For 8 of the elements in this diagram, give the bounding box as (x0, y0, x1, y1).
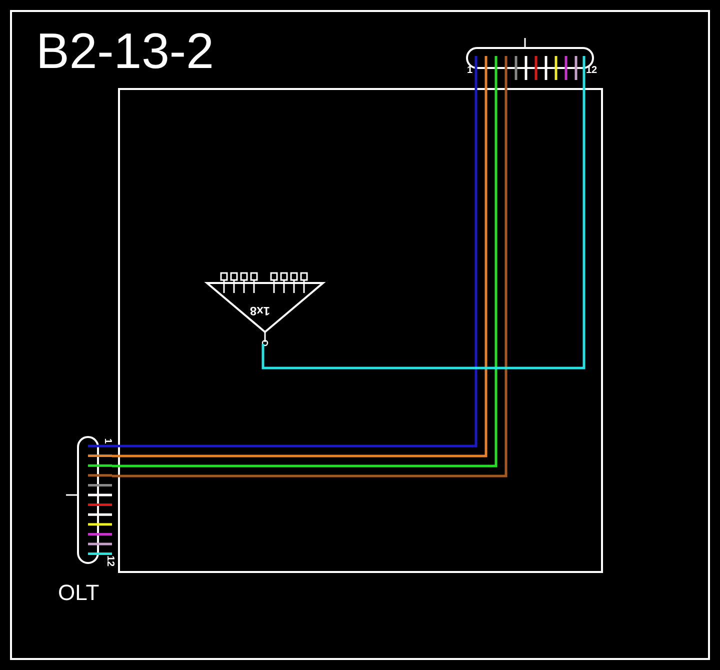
diagram-title: B2-13-2 (36, 26, 214, 76)
cable-label: OLT (58, 582, 100, 604)
fiber-number: 1 (467, 66, 473, 76)
fiber-number: 1 (102, 438, 112, 444)
splitter-ratio: 1x8 (250, 305, 270, 317)
fiber-number: 12 (104, 555, 115, 567)
optical-fiber (262, 80, 586, 370)
enclosure-box (118, 88, 603, 573)
